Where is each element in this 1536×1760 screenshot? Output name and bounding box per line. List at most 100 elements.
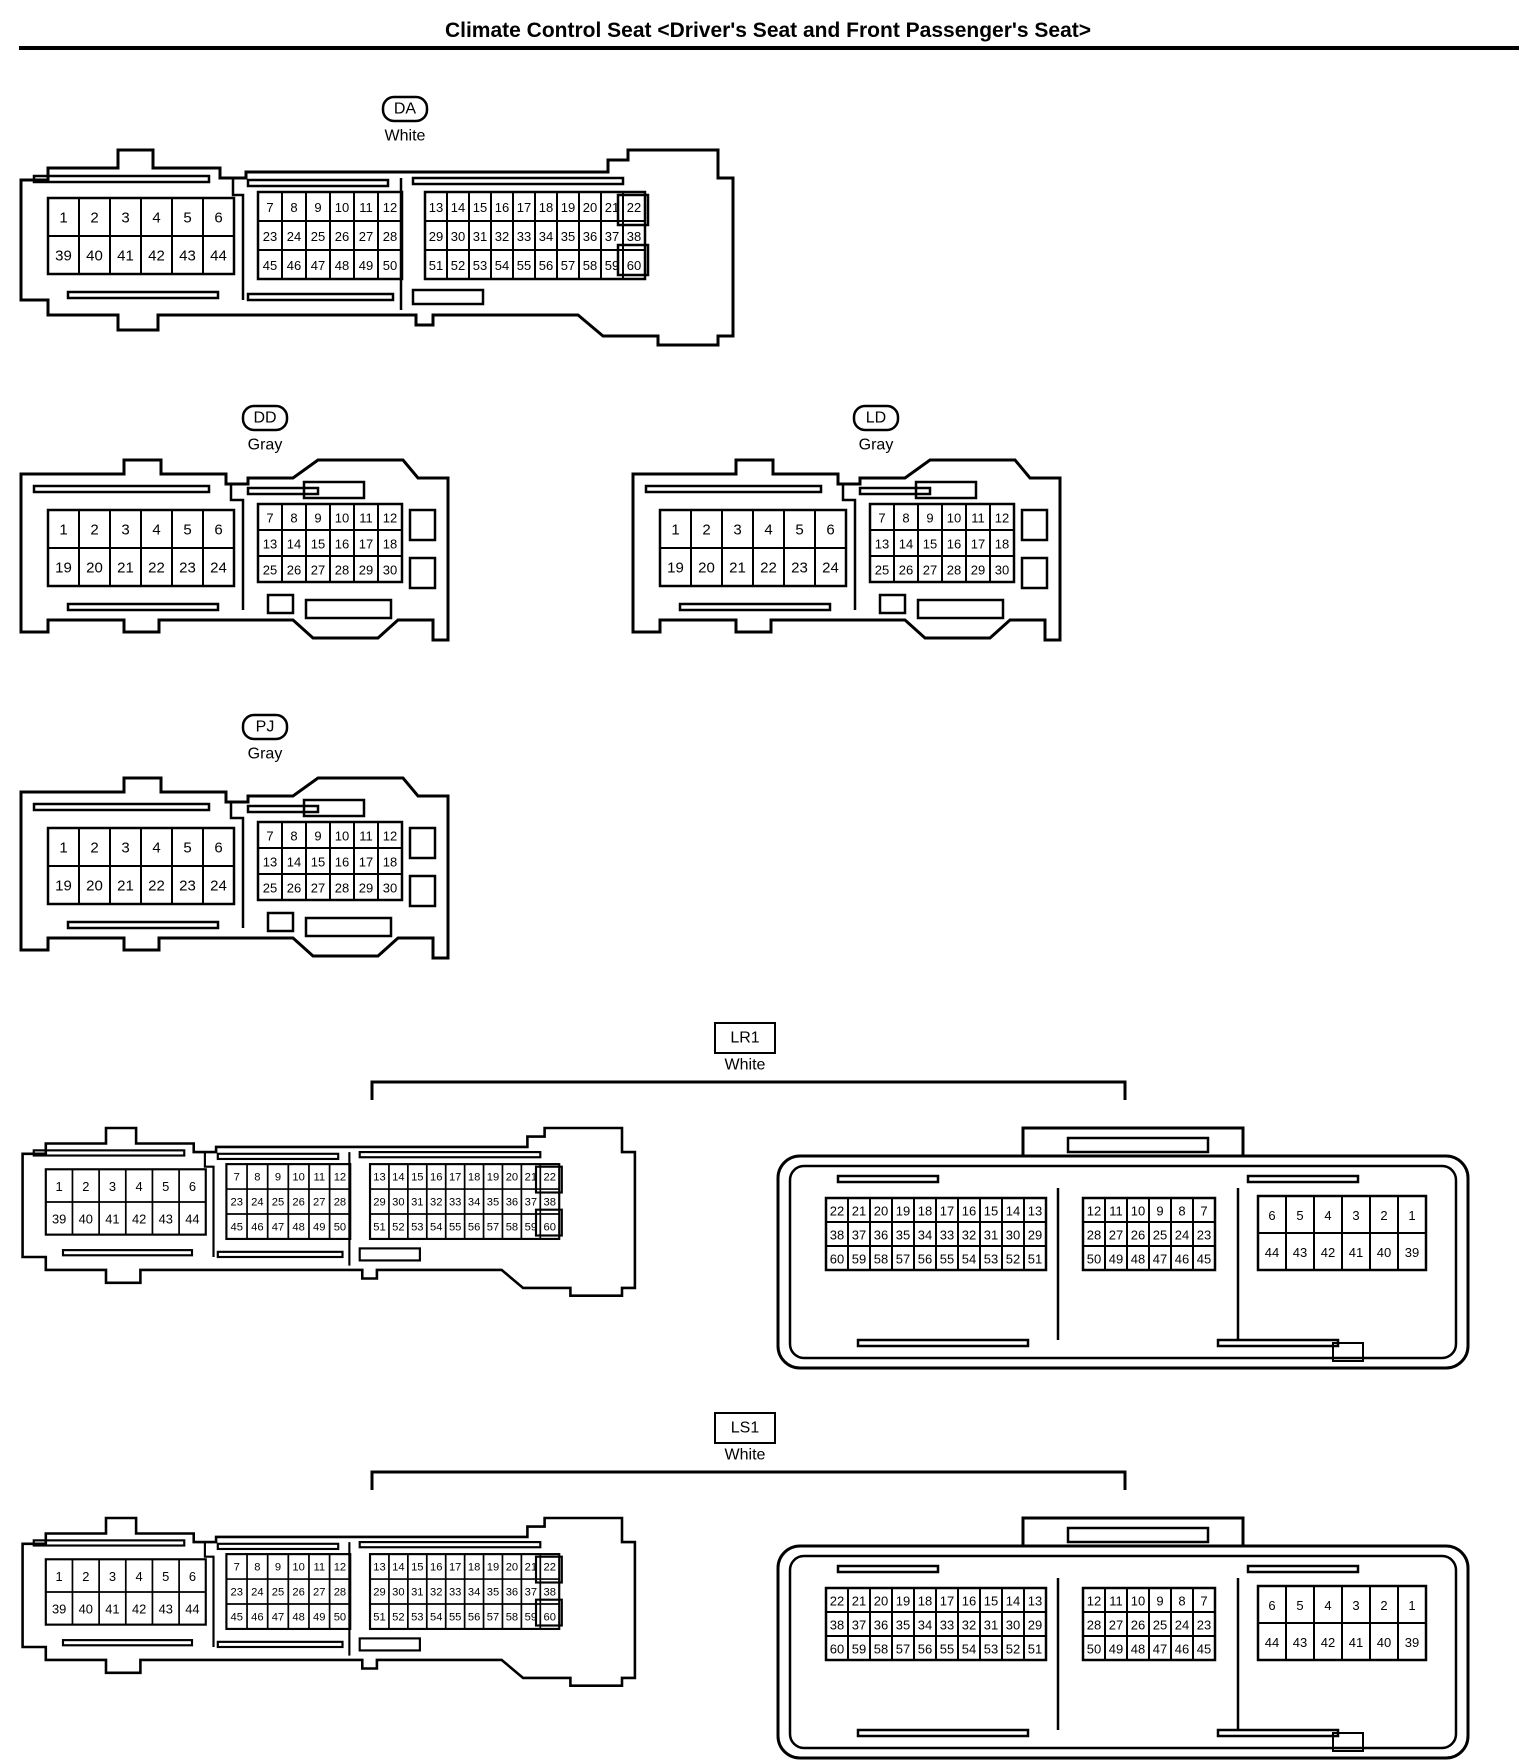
pin-number: 58 — [874, 1642, 888, 1657]
latch-window — [1332, 1342, 1364, 1362]
pin-number: 32 — [962, 1618, 976, 1633]
pin-number: 57 — [487, 1221, 499, 1233]
pin-number: 1 — [1408, 1598, 1415, 1613]
pin-number: 22 — [148, 560, 165, 577]
pin-number: 58 — [506, 1221, 518, 1233]
connector-rib — [1216, 1338, 1340, 1348]
pin-number: 6 — [189, 1569, 196, 1584]
pin-number: 13 — [263, 855, 277, 870]
pin-number: 36 — [506, 1586, 518, 1598]
connector-rib — [216, 1640, 344, 1649]
connector-color: White — [725, 1057, 766, 1074]
pin-number: 1 — [671, 522, 679, 539]
pin-number: 3 — [109, 1569, 116, 1584]
pin-number: 39 — [1405, 1245, 1419, 1260]
pin-number: 32 — [962, 1228, 976, 1243]
pin-number: 44 — [185, 1212, 199, 1227]
pin-number: 22 — [760, 560, 777, 577]
pin-number: 2 — [90, 840, 98, 857]
pin-number: 30 — [1006, 1228, 1020, 1243]
pin-number: 43 — [159, 1212, 173, 1227]
pin-number: 31 — [473, 229, 487, 244]
connector-color: Gray — [248, 746, 283, 763]
pin-number: 28 — [1087, 1228, 1101, 1243]
pin-number: 2 — [702, 522, 710, 539]
pin-number: 21 — [729, 560, 746, 577]
connector-color: Gray — [859, 437, 894, 454]
pin-number: 20 — [874, 1594, 888, 1609]
pin-number: 58 — [583, 258, 597, 273]
pin-number: 28 — [334, 1196, 346, 1208]
housing-outline — [631, 458, 1062, 642]
housing-cap — [1021, 1516, 1245, 1546]
pin-number: 29 — [373, 1196, 385, 1208]
pin-number: 33 — [449, 1586, 461, 1598]
pin-number: 17 — [449, 1561, 461, 1573]
pin-number: 14 — [451, 200, 465, 215]
pin-number: 6 — [214, 840, 222, 857]
pin-number: 3 — [733, 522, 741, 539]
pin-number: 18 — [383, 855, 397, 870]
pin-number: 46 — [1175, 1252, 1189, 1267]
connector-rib — [916, 598, 1005, 620]
pin-number: 45 — [1197, 1252, 1211, 1267]
pin-number: 11 — [971, 511, 985, 526]
pin-number: 50 — [1087, 1252, 1101, 1267]
connector-rib — [358, 1151, 542, 1159]
pin-number: 15 — [984, 1204, 998, 1219]
pin-number: 25 — [263, 563, 277, 578]
pin-number: 15 — [311, 537, 325, 552]
pin-number: 11 — [1109, 1594, 1123, 1609]
connector-rib — [304, 598, 393, 620]
pin-number: 5 — [183, 840, 191, 857]
pin-number: 4 — [136, 1569, 143, 1584]
pin-number: 52 — [451, 258, 465, 273]
pin-number: 18 — [918, 1594, 932, 1609]
section-divider — [203, 1152, 215, 1258]
pin-number: 12 — [334, 1561, 346, 1573]
pin-number: 54 — [962, 1642, 976, 1657]
pin-number: 19 — [487, 1171, 499, 1183]
pin-number: 50 — [334, 1221, 346, 1233]
pin-number: 20 — [506, 1171, 518, 1183]
pin-number: 1 — [59, 840, 67, 857]
pin-number: 15 — [411, 1171, 423, 1183]
connector-rib — [246, 804, 320, 814]
pin-number: 35 — [561, 229, 575, 244]
pin-number: 41 — [117, 248, 134, 265]
pin-number: 19 — [487, 1561, 499, 1573]
housing-outline — [19, 458, 450, 642]
pin-number: 17 — [359, 537, 373, 552]
pin-number: 8 — [254, 1561, 260, 1573]
pin-number: 14 — [899, 537, 913, 552]
pin-number: 41 — [105, 1212, 119, 1227]
pin-number: 37 — [525, 1196, 537, 1208]
pin-number: 56 — [539, 258, 553, 273]
pin-number: 48 — [1131, 1642, 1145, 1657]
pin-number: 41 — [1349, 1245, 1363, 1260]
pin-number: 54 — [430, 1221, 442, 1233]
pin-number: 19 — [896, 1204, 910, 1219]
pin-number: 30 — [451, 229, 465, 244]
pin-number: 2 — [90, 210, 98, 227]
pin-number: 16 — [430, 1171, 442, 1183]
pin-number: 27 — [313, 1196, 325, 1208]
pin-number: 8 — [254, 1171, 260, 1183]
pin-number: 11 — [1109, 1204, 1123, 1219]
pin-number: 53 — [411, 1611, 423, 1623]
connector-rib — [411, 288, 485, 306]
pin-number: 27 — [1109, 1228, 1123, 1243]
pin-number: 52 — [392, 1221, 404, 1233]
pin-number: 44 — [210, 248, 227, 265]
pin-number: 3 — [121, 522, 129, 539]
pin-number: 60 — [830, 1642, 844, 1657]
pin-number: 54 — [962, 1252, 976, 1267]
